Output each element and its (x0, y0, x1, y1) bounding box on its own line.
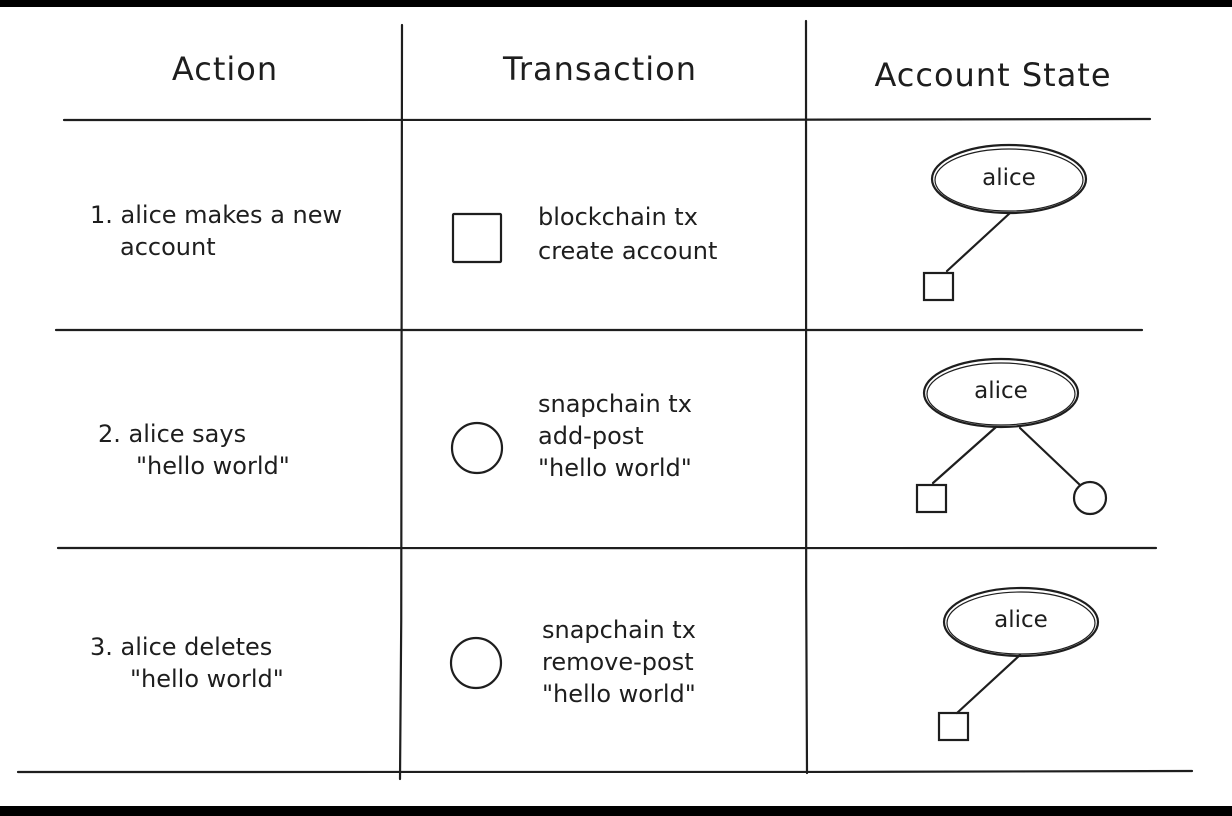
edge-line (931, 425, 998, 485)
alice-node-ellipse (942, 586, 1100, 658)
alice-node-ellipse-sketch (934, 148, 1084, 212)
row3-tx-line3: "hello world" (542, 680, 696, 708)
column-divider-1 (398, 23, 404, 781)
row-divider-header (62, 117, 1152, 122)
row1-tx-line2: create account (538, 237, 718, 265)
row-divider-1 (54, 328, 1144, 332)
diagram-canvas: Action Transaction Account State 1. alic… (0, 7, 1232, 806)
row1-action-line1: 1. alice makes a new (90, 201, 343, 229)
row2-tx-line2: add-post (538, 422, 644, 450)
child-square-node (922, 271, 955, 302)
row1-state-node-label: alice (982, 165, 1036, 191)
child-circle-node (1072, 480, 1108, 516)
column-divider-2 (804, 19, 809, 775)
tx-circle-shape (450, 421, 504, 475)
alice-node-ellipse-sketch (926, 362, 1076, 426)
edge-line (1018, 426, 1082, 487)
row3-tx-line1: snapchain tx (542, 616, 696, 644)
header-account-state: Account State (874, 56, 1112, 94)
table-grid (16, 19, 1194, 781)
edge-line (955, 653, 1022, 715)
alice-node-ellipse (922, 357, 1080, 429)
row2-action-line1: 2. alice says (98, 420, 247, 448)
row1-action-line2: account (120, 233, 216, 261)
row2-tx-line3: "hello world" (538, 454, 692, 482)
alice-node-ellipse-sketch (946, 591, 1096, 655)
row1-tx-line1: blockchain tx (538, 203, 698, 231)
edge-line (945, 211, 1012, 273)
row3-state-node-label: alice (994, 607, 1048, 633)
row3-action-line1: 3. alice deletes (90, 633, 273, 661)
tx-circle-shape (449, 636, 503, 690)
row2-action-line2: "hello world" (136, 452, 290, 480)
row2-tx-line1: snapchain tx (538, 390, 692, 418)
child-square-node (915, 483, 948, 514)
row-divider-2 (56, 546, 1158, 550)
child-square-node (937, 711, 970, 742)
row-divider-bottom (16, 769, 1194, 774)
row2-state-node-label: alice (974, 378, 1028, 404)
header-transaction: Transaction (502, 50, 698, 88)
row3-action-line2: "hello world" (130, 665, 284, 693)
tx-square-shape (451, 212, 503, 264)
row3-tx-line2: remove-post (542, 648, 694, 676)
header-action: Action (171, 50, 279, 88)
